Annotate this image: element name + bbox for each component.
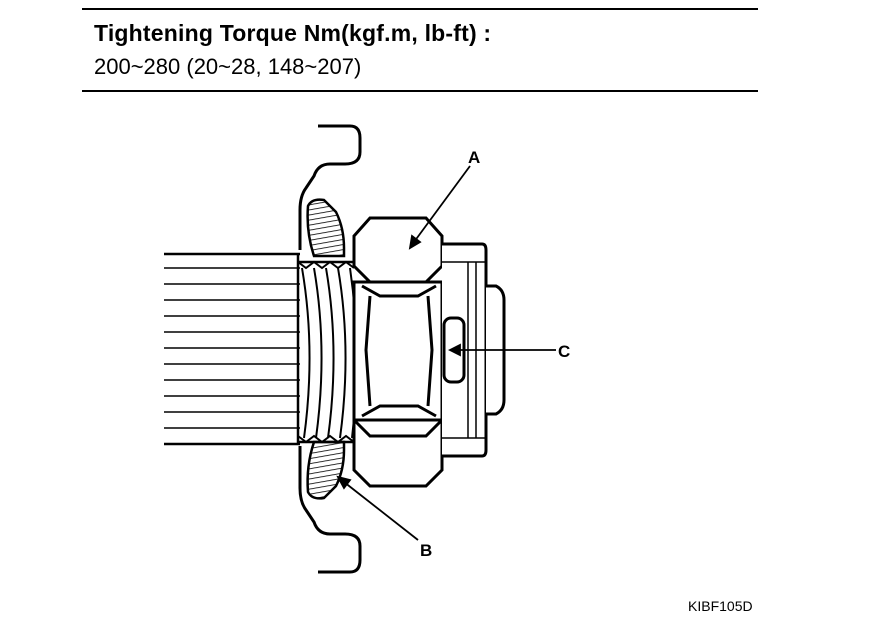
leader-lines xyxy=(336,165,556,541)
washer xyxy=(306,198,346,500)
figure-code: KIBF105D xyxy=(688,598,753,614)
torque-spec-title: Tightening Torque Nm(kgf.m, lb-ft) : xyxy=(94,20,492,46)
callout-c: C xyxy=(558,342,570,361)
callout-a: A xyxy=(468,148,480,167)
threaded-section xyxy=(297,260,358,444)
drive-shaft xyxy=(164,252,300,446)
torque-spec-value: 200~280 (20~28, 148~207) xyxy=(94,54,362,79)
hub-housing xyxy=(298,124,362,574)
callout-b: B xyxy=(420,541,432,560)
torque-spec-box: Tightening Torque Nm(kgf.m, lb-ft) : 200… xyxy=(82,8,758,92)
axle-nut xyxy=(352,216,444,488)
